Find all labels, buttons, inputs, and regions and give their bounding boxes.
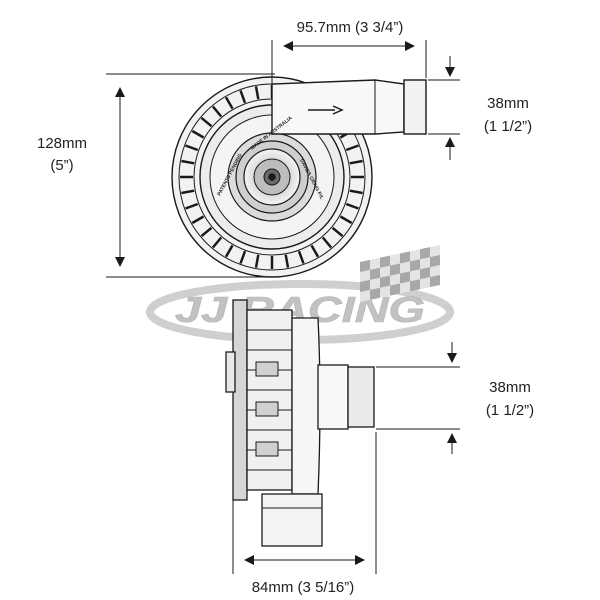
dimension-height-in-label: (5”) (50, 157, 73, 174)
dimension-outlet-side (376, 342, 460, 454)
pump-rib (310, 244, 320, 258)
pump-rib (254, 254, 260, 268)
pump-rib (224, 96, 234, 110)
pump-rib (349, 189, 363, 195)
dimension-depth-bottom (232, 432, 377, 574)
pump-side-back-lip (225, 351, 236, 393)
pump-rib (239, 250, 247, 264)
pump-side-view (225, 299, 375, 547)
dimension-height (106, 73, 275, 278)
pump-rib (181, 189, 195, 195)
pump-rib (224, 244, 234, 258)
pump-rib (345, 202, 359, 210)
pump-outlet-nozzle (403, 79, 427, 135)
pump-side-outlet-nozzle (347, 366, 375, 428)
pump-rib (181, 159, 195, 165)
dimension-outlet-top-in-label: (1 1/2”) (484, 118, 532, 135)
pump-rib (211, 105, 223, 118)
dimension-height-mm-label: 128mm (37, 135, 87, 152)
pump-rib (321, 236, 333, 249)
pump-side-outlet (317, 364, 349, 430)
pump-side-volute (291, 317, 321, 495)
pump-side-back-plate (232, 299, 248, 501)
dimension-depth-bottom-label: 84mm (3 5/16”) (252, 579, 355, 596)
pump-rib (349, 159, 363, 165)
pump-side-fins (247, 329, 292, 471)
pump-rib (284, 254, 290, 268)
pump-rib (239, 90, 247, 104)
dimension-outlet-top-mm-label: 38mm (487, 95, 529, 112)
dimension-width-top-label: 95.7mm (3 3/4”) (297, 19, 404, 36)
pump-rib (185, 144, 199, 152)
pump-side-inlet (261, 493, 323, 547)
checkered-flag-icon (360, 244, 440, 302)
dimension-outlet-top (428, 56, 460, 160)
dimension-width-top (271, 40, 427, 84)
pump-hub-dot (268, 173, 276, 181)
pump-rib (331, 226, 344, 238)
pump-rib (254, 86, 260, 100)
pump-rib (297, 250, 305, 264)
pump-rib (345, 144, 359, 152)
pump-rib (191, 215, 205, 225)
pump-front-view (171, 76, 427, 278)
pump-rib (200, 226, 213, 238)
pump-rib (339, 215, 353, 225)
flow-arrow-icon (308, 105, 344, 115)
pump-rib (185, 202, 199, 210)
pump-rib (191, 129, 205, 139)
dimension-outlet-side-mm-label: 38mm (489, 379, 531, 396)
dimension-outlet-side-in-label: (1 1/2”) (486, 402, 534, 419)
pump-rib (211, 236, 223, 249)
pump-outlet-tube (271, 79, 405, 135)
pump-side-housing (246, 309, 293, 491)
pump-rib (200, 116, 213, 128)
